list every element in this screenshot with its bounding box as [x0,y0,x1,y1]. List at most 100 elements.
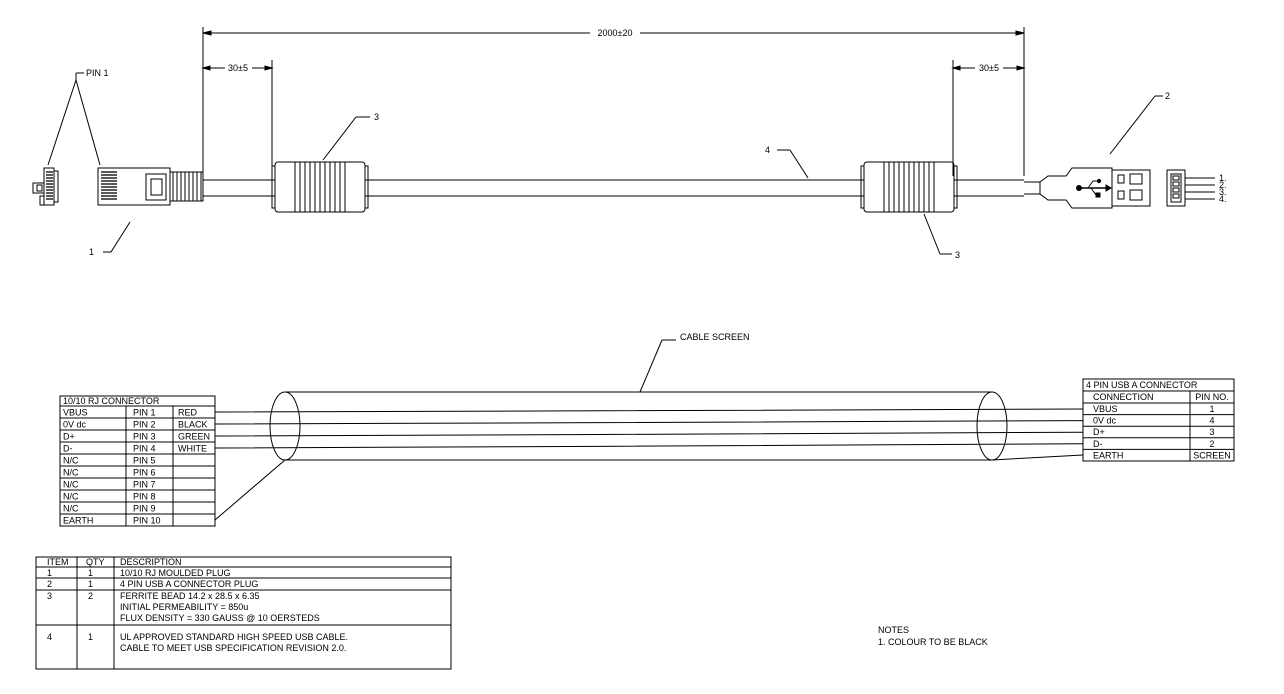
ferrite-bead-left-ribs [294,162,346,212]
rj-table-cell: N/C [63,456,79,466]
bom-description: FERRITE BEAD 14.2 x 28.5 x 6.35 [120,591,260,601]
bom-description: INITIAL PERMEABILITY = 850u [120,602,248,612]
bom-description: UL APPROVED STANDARD HIGH SPEED USB CABL… [120,632,348,642]
signal-wire [214,420,1084,425]
signal-wire [214,443,1084,449]
right-offset-dimension: 30±5 [979,63,999,73]
rj-table-cell: BLACK [178,420,208,430]
strain-relief-ribs [172,172,202,201]
usb-logo-icon [1076,178,1112,198]
item1-label: 1 [89,247,94,257]
item3-bottom-label: 3 [955,250,960,260]
left-offset-dimension: 30±5 [228,63,248,73]
usb-table-cell: D+ [1093,427,1105,437]
rj-table-title: 10/10 RJ CONNECTOR [63,396,160,406]
usb-table-cell: VBUS [1093,404,1118,414]
wiring-schematic [59,339,1235,527]
usb-table-cell: 1 [1209,404,1214,414]
item2-leader [1109,95,1163,155]
rj-table-cell: N/C [63,480,79,490]
signal-wire [214,408,1084,413]
rj-table-cell: PIN 7 [133,480,156,490]
bom-item: 4 [47,632,52,642]
usb-table-cell: 4 [1209,416,1214,426]
bom-qty: 1 [88,568,93,578]
rj-table-cell: D+ [63,432,75,442]
rj-table-cell: PIN 4 [133,444,156,454]
rj-table-cell: PIN 5 [133,456,156,466]
item4-leader [777,149,809,179]
notes-title: NOTES [878,625,909,635]
usb-pin-label: 2. [1219,180,1227,190]
pin1-leader [47,72,101,166]
usb-table-cell: D- [1093,439,1103,449]
bom-qty: 1 [88,632,93,642]
usb-pin-label: 3. [1219,187,1227,197]
signal-wire [214,431,1084,437]
usb-table-cell: 0V dc [1093,416,1117,426]
usb-table-cell: EARTH [1093,450,1123,460]
usb-table-cell: SCREEN [1193,450,1231,460]
signal-wires [214,408,1084,449]
rj-table-cell: PIN 1 [133,408,156,418]
usb-a-plug [1039,167,1151,209]
usb-end-pin [1172,193,1180,199]
pin1-label: PIN 1 [86,68,109,78]
rj-plug-connector [97,167,204,206]
bom-header-qty: QTY [86,557,105,567]
rj-table-cell: D- [63,444,73,454]
note-item: 1. COLOUR TO BE BLACK [878,637,988,647]
rj-table-cell: PIN 8 [133,492,156,502]
usb-end-view-pins [1172,175,1180,199]
item3-top-label: 3 [374,112,379,122]
rj-table-cell: PIN 2 [133,420,156,430]
item1-leader [103,221,131,253]
usb-end-view [1166,169,1186,207]
rj-table-cell: RED [178,408,198,418]
item3-top-leader [322,116,370,161]
usb-end-pin [1172,181,1180,187]
rj-table-cell: PIN 9 [133,504,156,514]
rj-table-cell: WHITE [178,444,207,454]
bom-description: CABLE TO MEET USB SPECIFICATION REVISION… [120,643,346,653]
rj-table-cell: N/C [63,504,79,514]
rj-table-cell: EARTH [63,516,93,526]
usb-table-title: 4 PIN USB A CONNECTOR [1086,380,1198,390]
rj-table-cell: PIN 3 [133,432,156,442]
ferrite-bead-right-ribs [883,162,935,212]
usb-pin-label: 1. [1219,173,1227,183]
usb-table-header: PIN NO. [1195,392,1229,402]
rj-table-cell: 0V dc [63,420,87,430]
bom-description: FLUX DENSITY = 330 GAUSS @ 10 OERSTEDS [120,613,320,623]
rj-table-cell: N/C [63,492,79,502]
usb-pin-label: 4. [1219,194,1227,204]
rj-plug-side-view [32,167,59,206]
usb-cable [203,179,1040,197]
usb-table-cell: 3 [1209,427,1214,437]
item2-label: 2 [1165,91,1170,101]
usb-connector-table-grid [1083,391,1234,461]
dimension-lines [201,27,1026,176]
cable-screen-label: CABLE SCREEN [680,332,750,342]
rj-table-cell: PIN 6 [133,468,156,478]
bom-item: 3 [47,591,52,601]
usb-end-pin [1172,175,1180,181]
item4-label: 4 [765,145,770,155]
bom-qty: 1 [88,579,93,589]
usb-table-cell: 2 [1209,439,1214,449]
usb-pin-leaders [1185,177,1215,200]
bom-header-item: ITEM [47,557,69,567]
rj-table-cell: PIN 10 [133,516,161,526]
rj-table-cell: N/C [63,468,79,478]
usb-table-header: CONNECTION [1093,392,1154,402]
bom-table [35,556,452,670]
bom-description: 4 PIN USB A CONNECTOR PLUG [120,579,258,589]
overall-length-dimension: 2000±20 [598,28,633,38]
rj-table-cell: GREEN [178,432,210,442]
bom-item: 1 [47,568,52,578]
rj-plug-contacts [46,171,53,200]
bom-description: 10/10 RJ MOULDED PLUG [120,568,231,578]
